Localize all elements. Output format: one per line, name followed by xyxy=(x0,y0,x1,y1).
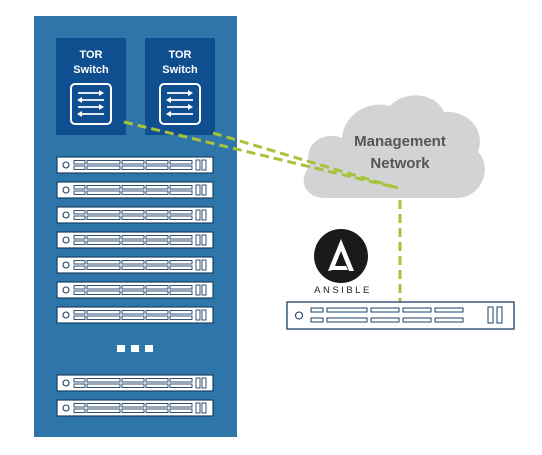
server-unit-icon xyxy=(56,281,214,299)
ansible-logo-icon xyxy=(314,229,368,283)
tor-switch-2-label-line1: TOR xyxy=(168,49,191,61)
switch-arrows-icon xyxy=(159,83,201,125)
tor-switch-1: TOR Switch xyxy=(56,38,126,135)
server-unit-icon xyxy=(56,374,214,392)
server-unit-icon xyxy=(56,306,214,324)
cloud-icon: Management Network xyxy=(303,95,485,198)
management-links xyxy=(123,120,402,302)
link-tor1-to-network xyxy=(123,120,399,190)
server-unit-icon xyxy=(56,399,214,417)
server-unit-icon xyxy=(56,256,214,274)
cloud-label-line1: Management xyxy=(354,133,446,150)
ansible-label: ANSIBLE xyxy=(314,285,372,296)
link-tor2-to-network xyxy=(212,131,399,190)
switch-arrows-icon xyxy=(70,83,112,125)
server-unit-icon xyxy=(56,206,214,224)
server-unit-icon xyxy=(56,181,214,199)
tor-switch-1-label-line2: Switch xyxy=(73,64,109,76)
cloud-label-line2: Network xyxy=(370,155,430,172)
tor-switch-1-label-line1: TOR xyxy=(79,49,102,61)
server-unit-icon xyxy=(56,231,214,249)
tor-switch-2: TOR Switch xyxy=(145,38,215,135)
tor-switch-2-label-line2: Switch xyxy=(162,64,198,76)
server-unit-icon xyxy=(56,156,214,174)
more-servers-ellipsis xyxy=(117,345,153,352)
ansible-controller-server xyxy=(286,301,515,330)
